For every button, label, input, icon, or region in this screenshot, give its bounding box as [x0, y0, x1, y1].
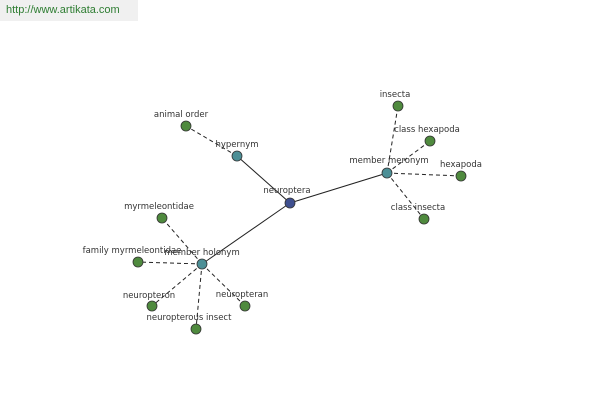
relation-node-hypernym[interactable]: [231, 150, 243, 162]
leaf-node-neuropterous-insect[interactable]: [190, 323, 202, 335]
edge-hypernym-to-animal-order: [185, 125, 238, 157]
leaf-node-family-myrmeleontidae[interactable]: [132, 256, 144, 268]
relation-node-label-hypernym: hypernym: [215, 140, 258, 150]
labels-layer: neuroptera hypernym animal order member mer…: [83, 90, 482, 323]
root-node-neuroptera[interactable]: [284, 197, 296, 209]
site-url-link[interactable]: http://www.artikata.com: [0, 0, 138, 21]
leaf-node-label-neuropteran: neuropteran: [216, 290, 269, 300]
leaf-node-label-animal-order: animal order: [154, 110, 209, 120]
relation-node-label-member-meronym: member meronym: [349, 156, 428, 166]
leaf-node-label-class-insecta: class insecta: [391, 203, 445, 213]
relation-node-member-holonym[interactable]: [196, 258, 208, 270]
edge-member-holonym-to-neuropterous-insect: [195, 263, 203, 330]
leaf-node-label-class-hexapoda: class hexapoda: [394, 125, 460, 135]
edge-member-holonym-to-myrmeleontidae: [161, 217, 203, 265]
leaf-node-insecta[interactable]: [392, 100, 404, 112]
leaf-node-label-hexapoda: hexapoda: [440, 160, 482, 170]
relation-node-member-meronym[interactable]: [381, 167, 393, 179]
edge-member-holonym-to-neuropteron: [151, 263, 203, 307]
leaf-node-neuropteran[interactable]: [239, 300, 251, 312]
leaf-node-label-neuropteron: neuropteron: [123, 291, 175, 301]
edge-member-holonym-to-family-myrmeleontidae: [137, 261, 203, 265]
edge-member-meronym-to-insecta: [386, 105, 399, 174]
edge-root-to-member-holonym: [201, 202, 291, 265]
leaf-node-label-myrmeleontidae: myrmeleontidae: [124, 202, 194, 212]
leaf-node-class-hexapoda[interactable]: [424, 135, 436, 147]
edge-member-meronym-to-class-hexapoda: [386, 140, 431, 174]
root-node-label: neuroptera: [263, 186, 310, 196]
nodes-layer: [132, 100, 467, 335]
leaf-node-myrmeleontidae[interactable]: [156, 212, 168, 224]
leaf-node-neuropteron[interactable]: [146, 300, 158, 312]
leaf-node-animal-order[interactable]: [180, 120, 192, 132]
edge-member-meronym-to-class-insecta: [386, 172, 425, 220]
leaf-node-label-neuropterous-insect: neuropterous insect: [147, 313, 233, 323]
edge-root-to-member-meronym: [289, 172, 388, 204]
leaf-node-label-insecta: insecta: [380, 90, 411, 100]
edge-root-to-hypernym: [236, 155, 291, 204]
leaf-node-label-family-myrmeleontidae: family myrmeleontidae: [83, 246, 182, 256]
leaf-node-class-insecta[interactable]: [418, 213, 430, 225]
leaf-node-hexapoda[interactable]: [455, 170, 467, 182]
relation-node-label-member-holonym: member holonym: [164, 248, 239, 258]
edge-member-meronym-to-hexapoda: [386, 172, 462, 177]
edges-layer: [137, 105, 462, 330]
edge-member-holonym-to-neuropteran: [201, 263, 246, 307]
